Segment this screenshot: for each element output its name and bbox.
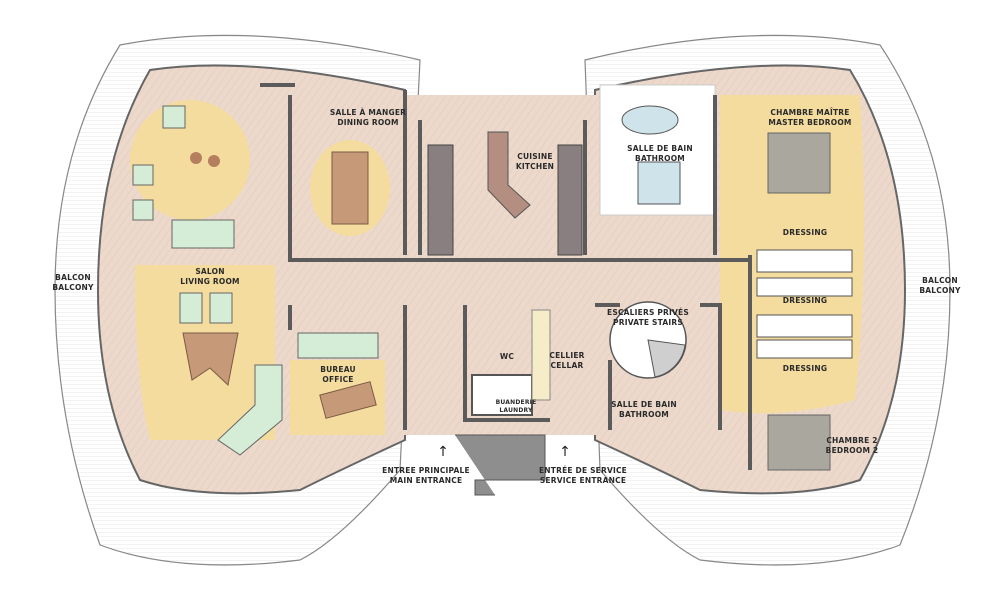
label-fr: BALCON [55,273,91,282]
kitchen-counter [427,144,454,256]
coffee-table-living [182,332,239,386]
stairs-landing [647,339,686,378]
label-fr: SALLE DE BAIN [611,400,677,409]
label-fr: CUISINE [517,152,553,161]
label-dressing-3: DRESSING [782,364,828,373]
label-fr: ENTRÉE DE SERVICE [538,466,628,475]
sofa-salon-top [171,219,235,249]
label-en: BALCONY [52,283,94,292]
label-en: OFFICE [322,375,354,384]
label-fr: BUANDERIE [495,399,537,406]
label-wc: WC [499,352,515,361]
label-fr: ENTREE PRINCIPALE [382,466,470,475]
service-entrance-arrow-icon: ↑ [559,444,571,460]
master-bed [767,132,831,194]
kitchen-island [487,131,531,219]
label-en: KITCHEN [515,162,555,171]
label-fr: SALON [195,267,225,276]
label-fr: CHAMBRE MAÎTRE [770,108,850,117]
office-desk [319,381,377,419]
dressing-cabinet-1 [756,249,853,273]
label-en: DINING ROOM [337,118,399,127]
rug-round-salon [130,100,250,220]
label-en: BATHROOM [619,410,669,419]
label-fr: CHAMBRE 2 [826,436,878,445]
armchair-5 [209,292,233,324]
entrance-steps [455,434,546,496]
laundry-room [471,374,533,416]
label-fr: BALCON [922,276,958,285]
label-en: BATHROOM [635,154,685,163]
label-fr: BUREAU [320,365,356,374]
label-fr: SALLE DE BAIN [627,144,693,153]
bathtub [621,105,679,135]
side-table-round-2 [208,155,220,167]
label-fr: ESCALIERS PRIVÉS [607,308,689,317]
label-dressing-1: DRESSING [782,228,828,237]
label-fr: SALLE À MANGER [329,108,407,117]
dressing-cabinet-2 [756,314,853,338]
label-dressing-2: DRESSING [782,296,828,305]
armchair-4 [179,292,203,324]
label-en: MASTER BEDROOM [768,118,852,127]
double-vanity [637,161,681,205]
cellar-shelves [531,309,551,401]
dressing-cabinet-4 [756,277,853,297]
label-en: BEDROOM 2 [825,446,879,455]
bed-2 [767,414,831,471]
armchair-3 [132,199,154,221]
label-en: CELLAR [550,361,584,370]
dressing-cabinet-3 [756,339,853,359]
armchair-2 [132,164,154,186]
armchair-1 [162,105,186,129]
label-en: LIVING ROOM [180,277,240,286]
label-en: MAIN ENTRANCE [389,476,463,485]
kitchen-counter-right [557,144,583,256]
label-en: BALCONY [919,286,961,295]
label-en: SERVICE ENTRANCE [539,476,627,485]
main-entrance-arrow-icon: ↑ [437,444,449,460]
side-table-round [190,152,202,164]
sofa-office [297,332,379,359]
label-fr: CELLIER [549,351,585,360]
label-en: LAUNDRY [499,407,533,414]
walls [260,83,752,470]
dining-table [331,151,369,225]
label-en: PRIVATE STAIRS [613,318,683,327]
sectional-sofa [217,364,283,456]
